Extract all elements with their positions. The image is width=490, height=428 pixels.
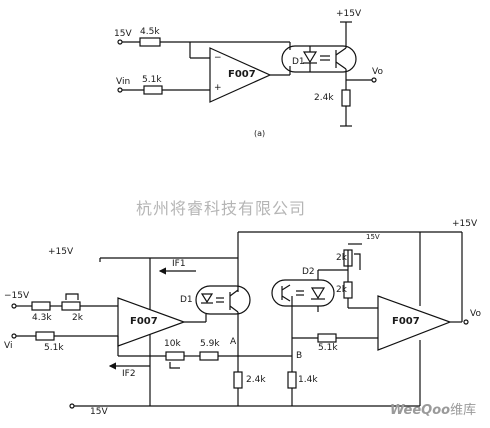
- resistor-b-5-1k-in: [35, 331, 55, 341]
- watermark-text: 杭州将睿科技有限公司: [136, 199, 307, 218]
- resistor-a-4-5k: [139, 37, 161, 47]
- label-b-plus15v-right: +15V: [452, 219, 478, 229]
- pot-b-10k: [165, 351, 185, 361]
- label-b-5-1k-mid: 5.1k: [318, 343, 338, 353]
- terminal-b-minus15v: [11, 303, 17, 309]
- terminal-b-vo: [463, 319, 469, 325]
- label-b-pot-r1: 2k: [336, 253, 347, 263]
- resistor-b-5-9k: [199, 351, 219, 361]
- label-b-pot-r2: 2k: [336, 285, 347, 295]
- logo-latin: WeeQoo: [390, 403, 451, 418]
- weeqoo-logo: WeeQoo维库: [390, 404, 476, 417]
- label-b-f007-right: F007: [392, 316, 420, 327]
- circuit-b: [11, 231, 469, 409]
- label-b-if1: IF1: [172, 259, 186, 269]
- label-a-f007: F007: [228, 69, 256, 80]
- label-b-if2: IF2: [122, 369, 136, 379]
- optocoupler-b-right: [271, 279, 335, 307]
- label-b-minus15v: −15V: [4, 291, 30, 301]
- label-a-plus: +: [214, 83, 222, 93]
- resistor-b-1-4k: [287, 371, 297, 389]
- label-a-minus: −: [214, 53, 222, 63]
- pot-b-2k: [61, 301, 81, 311]
- label-b-d1: D1: [180, 295, 193, 305]
- label-b-1-4k: 1.4k: [298, 375, 318, 385]
- terminal-b-vi: [11, 333, 17, 339]
- label-b-2k: 2k: [72, 313, 83, 323]
- label-b-f007-left: F007: [130, 316, 158, 327]
- label-b-15v-bottom: 15V: [90, 407, 108, 417]
- pot-b-right-1: [343, 249, 353, 267]
- label-b-vi: Vi: [4, 341, 13, 351]
- terminal-b-15v-bottom: [69, 403, 75, 409]
- label-a-4-5k: 4.5k: [140, 27, 160, 37]
- amp-b-left-triangle: [117, 297, 186, 347]
- resistor-b-2-4k: [233, 371, 243, 389]
- led-a-diode: [302, 51, 318, 64]
- resistor-b-5-1k-mid: [317, 333, 337, 343]
- optocoupler-a: [281, 45, 357, 73]
- label-b-2-4k: 2.4k: [246, 375, 266, 385]
- label-b-node-b: B: [296, 351, 303, 361]
- label-b-node-a: A: [230, 337, 237, 347]
- terminal-a-vin: [117, 87, 123, 93]
- label-a-d1: D1: [292, 57, 305, 67]
- label-a-vin: Vin: [116, 77, 131, 87]
- terminal-a-vo: [371, 77, 377, 83]
- resistor-a-5-1k: [143, 85, 163, 95]
- label-b-4-3k: 4.3k: [32, 313, 52, 323]
- label-a-2-4k: 2.4k: [314, 93, 334, 103]
- label-b-15v-pot: 15V: [366, 233, 380, 241]
- label-b-vo: Vo: [470, 309, 481, 319]
- caption-a: (a): [254, 129, 266, 138]
- label-b-plus15v-left: +15V: [48, 247, 74, 257]
- amp-a-triangle: [209, 47, 272, 103]
- amp-b-right-triangle: [377, 295, 452, 351]
- logo-cn: 维库: [450, 403, 477, 418]
- label-a-15v: 15V: [114, 29, 132, 39]
- optocoupler-b-left: [195, 285, 251, 315]
- resistor-a-2-4k: [341, 89, 351, 107]
- circuit-a: [117, 21, 377, 127]
- label-a-vo: Vo: [372, 67, 383, 77]
- terminal-a-15v: [117, 39, 123, 45]
- resistor-b-4-3k: [31, 301, 51, 311]
- label-a-plus15v: +15V: [336, 9, 362, 19]
- label-b-5-1k-in: 5.1k: [44, 343, 64, 353]
- label-b-10k: 10k: [164, 339, 181, 349]
- label-b-5-9k: 5.9k: [200, 339, 220, 349]
- label-a-5-1k: 5.1k: [142, 75, 162, 85]
- label-b-d2: D2: [302, 267, 315, 277]
